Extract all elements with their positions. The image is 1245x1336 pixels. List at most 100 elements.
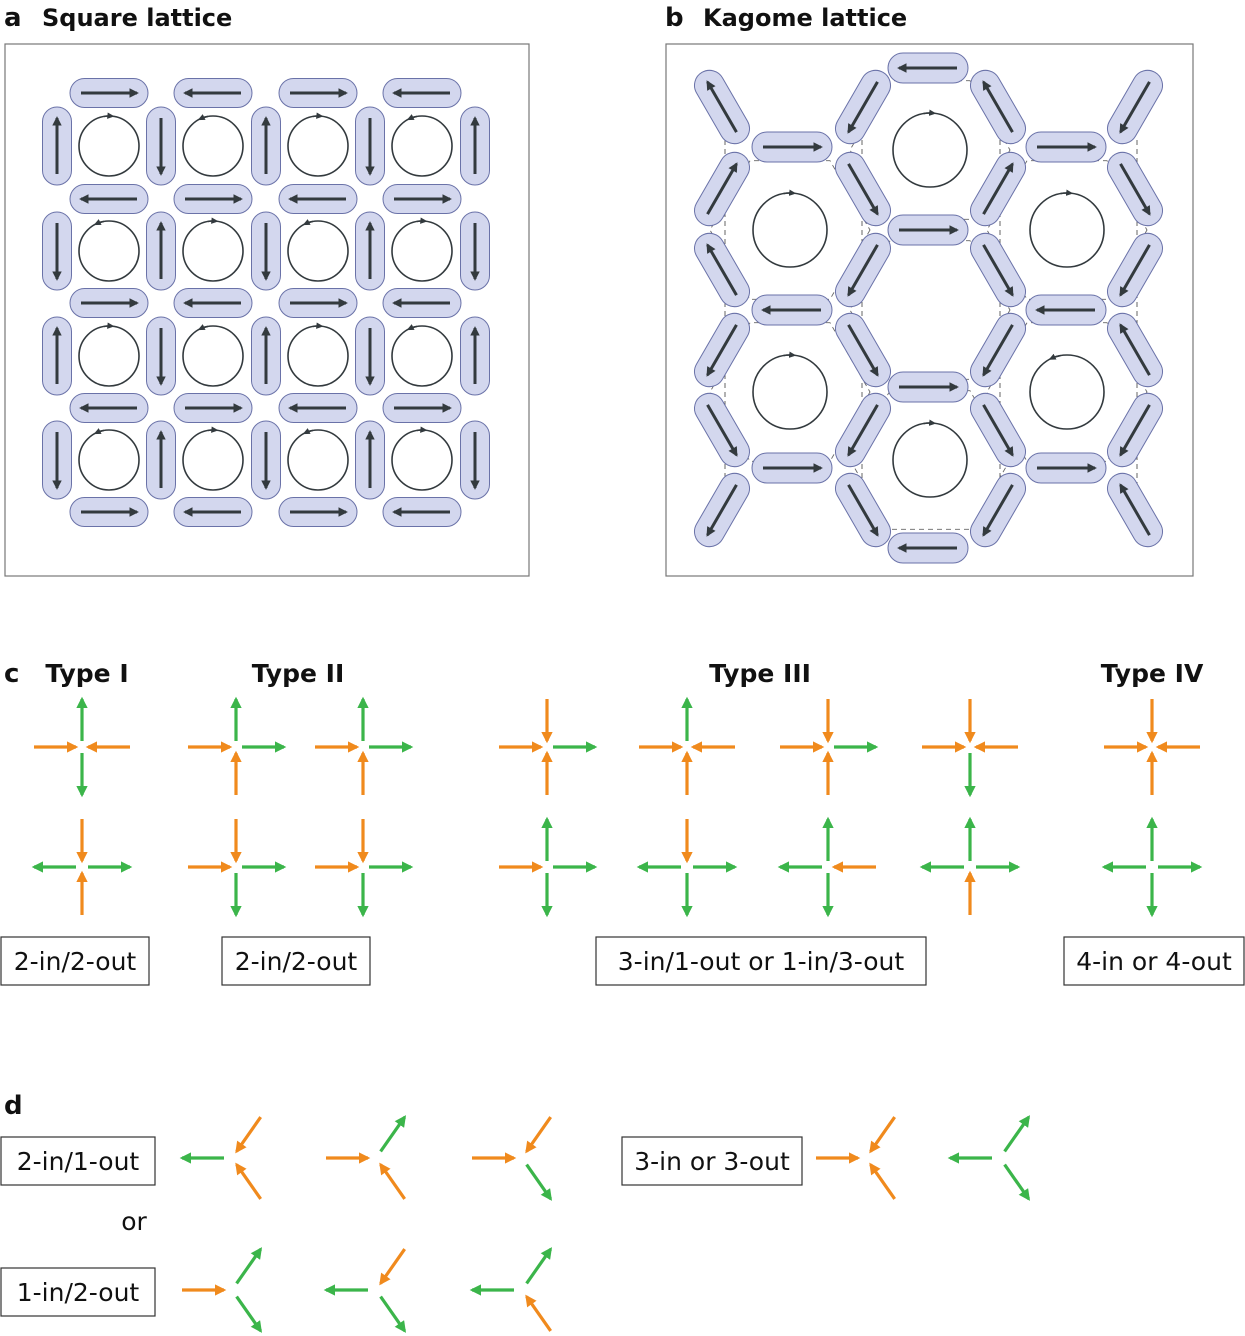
- moment-arrow: [982, 404, 1014, 457]
- nanomagnet-island: [694, 472, 750, 548]
- moment-arrow: [706, 162, 738, 215]
- circulation-loop: [1029, 354, 1105, 430]
- circulation-arrowhead: [783, 351, 797, 358]
- kagome-vertex: [182, 1247, 263, 1333]
- circulation-loop: [892, 422, 968, 498]
- moment-arrow: [1119, 483, 1151, 536]
- nanomagnet-island: [835, 69, 891, 145]
- circulation-loop: [182, 115, 244, 177]
- arm-in: [869, 1162, 896, 1200]
- nanomagnet-island: [970, 151, 1026, 227]
- nanomagnet-island: [355, 316, 385, 396]
- or-label: or: [121, 1207, 147, 1236]
- vertex: [188, 696, 287, 795]
- vertex: [315, 819, 414, 918]
- panel-c: c Type I Type II Type III Type IV 2-in/2…: [0, 659, 1245, 986]
- circulation-loop: [391, 325, 453, 387]
- circulation-loop: [78, 429, 140, 491]
- dashed-hexagon: [849, 240, 1011, 380]
- moment-arrow: [847, 404, 879, 457]
- nanomagnet-island: [751, 452, 833, 484]
- circulation-arrowhead: [197, 324, 208, 331]
- moment-arrow: [706, 80, 738, 133]
- nanomagnet-island: [69, 184, 149, 214]
- nanomagnet-island: [460, 420, 490, 500]
- nanomagnet-island: [42, 420, 72, 500]
- nanomagnet-island: [751, 131, 833, 163]
- nanomagnet-island: [1025, 452, 1107, 484]
- nanomagnet-island: [146, 420, 176, 500]
- nanomagnet-island: [1107, 69, 1163, 145]
- dashed-hexagon: [709, 160, 871, 300]
- arm-in: [235, 1162, 262, 1200]
- nanomagnet-island: [278, 184, 358, 214]
- type-1-title: Type I: [45, 659, 128, 688]
- nanomagnet-island: [382, 184, 462, 214]
- circulation-loop: [78, 115, 140, 177]
- nanomagnet-island: [69, 393, 149, 423]
- nanomagnet-island: [887, 371, 969, 403]
- arm-in: [379, 1248, 406, 1286]
- nanomagnet-island: [1025, 294, 1107, 326]
- type-3-title: Type III: [709, 659, 811, 688]
- moment-arrow: [847, 324, 879, 377]
- vertex: [31, 819, 133, 915]
- arm-in: [525, 1116, 552, 1154]
- nanomagnet-island: [355, 106, 385, 186]
- panel-d: d 2-in/1-out or 1-in/2-out 3-in or 3-out: [0, 1091, 1031, 1333]
- panel-b-letter: b: [665, 3, 684, 33]
- type-1-box-label: 2-in/2-out: [14, 947, 137, 976]
- nanomagnet-island: [173, 393, 253, 423]
- three-in-out-label: 3-in or 3-out: [634, 1147, 790, 1176]
- circulation-loop: [78, 325, 140, 387]
- circulation-arrowhead: [923, 109, 937, 116]
- panel-a-letter: a: [4, 3, 22, 33]
- moment-arrow: [982, 484, 1014, 537]
- circulation-arrowhead: [302, 428, 313, 435]
- nanomagnet-island: [835, 232, 891, 308]
- nanomagnet-island: [278, 78, 358, 108]
- circulation-loop: [287, 325, 349, 387]
- nanomagnet-island: [278, 393, 358, 423]
- type-2-box-label: 2-in/2-out: [235, 947, 358, 976]
- nanomagnet-island: [970, 232, 1026, 308]
- nanomagnet-island: [42, 211, 72, 291]
- kagome-vertex: [179, 1116, 262, 1200]
- type-3-box-label: 3-in/1-out or 1-in/3-out: [618, 947, 905, 976]
- moment-arrow: [847, 244, 879, 297]
- moment-arrow: [706, 243, 738, 296]
- kagome-vertex: [323, 1248, 407, 1333]
- type-2-title: Type II: [252, 659, 345, 688]
- nanomagnet-island: [278, 497, 358, 527]
- nanomagnet-island: [694, 392, 750, 468]
- nanomagnet-island: [887, 532, 969, 564]
- type-3-box: [595, 936, 927, 986]
- nanomagnet-island: [251, 316, 281, 396]
- type-2-box: [221, 936, 371, 986]
- nanomagnet-island: [355, 420, 385, 500]
- vertex: [639, 696, 735, 795]
- circulation-arrowhead: [93, 428, 104, 435]
- vertex: [499, 816, 598, 918]
- arm-out: [525, 1247, 553, 1285]
- circulation-loop: [1029, 192, 1105, 268]
- nanomagnet-island: [1025, 131, 1107, 163]
- nanomagnet-island: [694, 232, 750, 308]
- nanomagnet-island: [460, 106, 490, 186]
- panel-c-letter: c: [4, 659, 19, 689]
- arm-out: [235, 1247, 263, 1285]
- one-in-two-out-box: [0, 1267, 156, 1317]
- moment-arrow: [706, 404, 738, 457]
- nanomagnet-island: [1107, 392, 1163, 468]
- arm-in: [235, 1116, 262, 1154]
- moment-arrow: [1119, 323, 1151, 376]
- dashed-hexagon: [849, 390, 1011, 530]
- two-in-one-out-box: [0, 1136, 156, 1186]
- circulation-arrowhead: [783, 189, 797, 196]
- circulation-loop: [287, 429, 349, 491]
- moment-arrow: [847, 81, 879, 134]
- circulation-arrowhead: [923, 419, 937, 426]
- circulation-loop: [391, 220, 453, 282]
- circulation-arrowhead: [1060, 189, 1074, 196]
- nanomagnet-island: [382, 78, 462, 108]
